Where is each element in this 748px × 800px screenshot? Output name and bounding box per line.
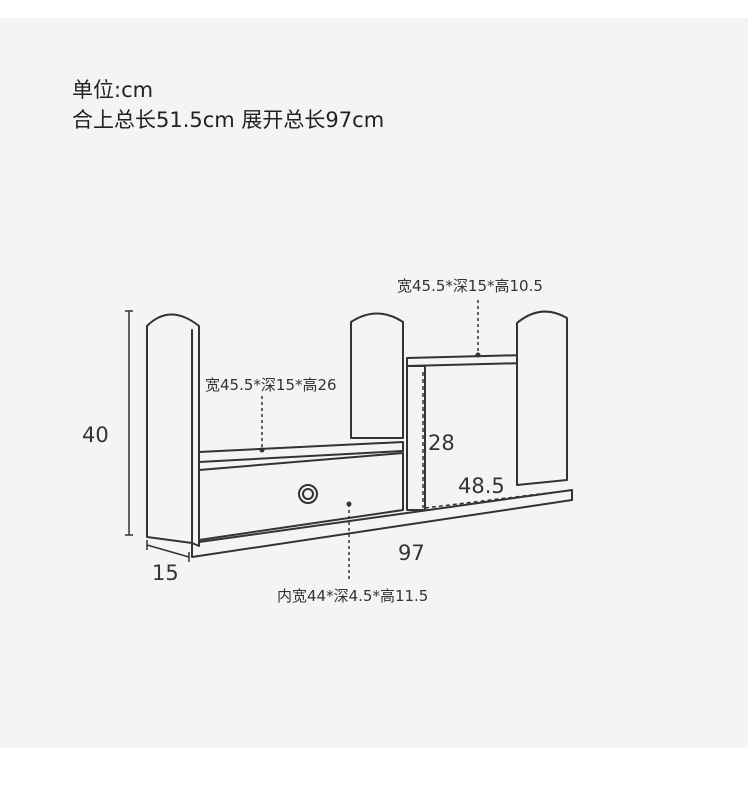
left-shelf-size-label: 宽45.5*深15*高26	[205, 376, 337, 394]
left-end-panel	[146, 313, 200, 547]
right-shelf-support	[406, 365, 426, 511]
drawer-knob-inner-icon	[302, 488, 314, 500]
drawer-size-label: 内宽44*深4.5*高11.5	[277, 587, 428, 605]
length-note: 合上总长51.5cm 展开总长97cm	[72, 108, 385, 132]
total-length-label: 97	[398, 541, 425, 565]
base-board	[191, 489, 573, 558]
upper-shelf-leader-dot	[475, 352, 481, 358]
right-length-label: 48.5	[458, 474, 505, 498]
left-shelf-leader-dot	[259, 447, 265, 453]
inner-side-panel	[350, 312, 404, 439]
unit-note: 单位:cm	[72, 78, 154, 102]
upper-shelf-size-label: 宽45.5*深15*高10.5	[397, 277, 543, 295]
right-length-dimension-line	[424, 491, 557, 509]
depth-dimension-line	[146, 544, 190, 558]
height-label: 40	[82, 423, 109, 447]
drawer-knob-icon	[298, 484, 318, 504]
depth-label: 15	[152, 561, 179, 585]
right-height-label: 28	[428, 431, 455, 455]
right-end-panel	[516, 310, 568, 486]
drawer-leader-dot	[346, 501, 352, 507]
